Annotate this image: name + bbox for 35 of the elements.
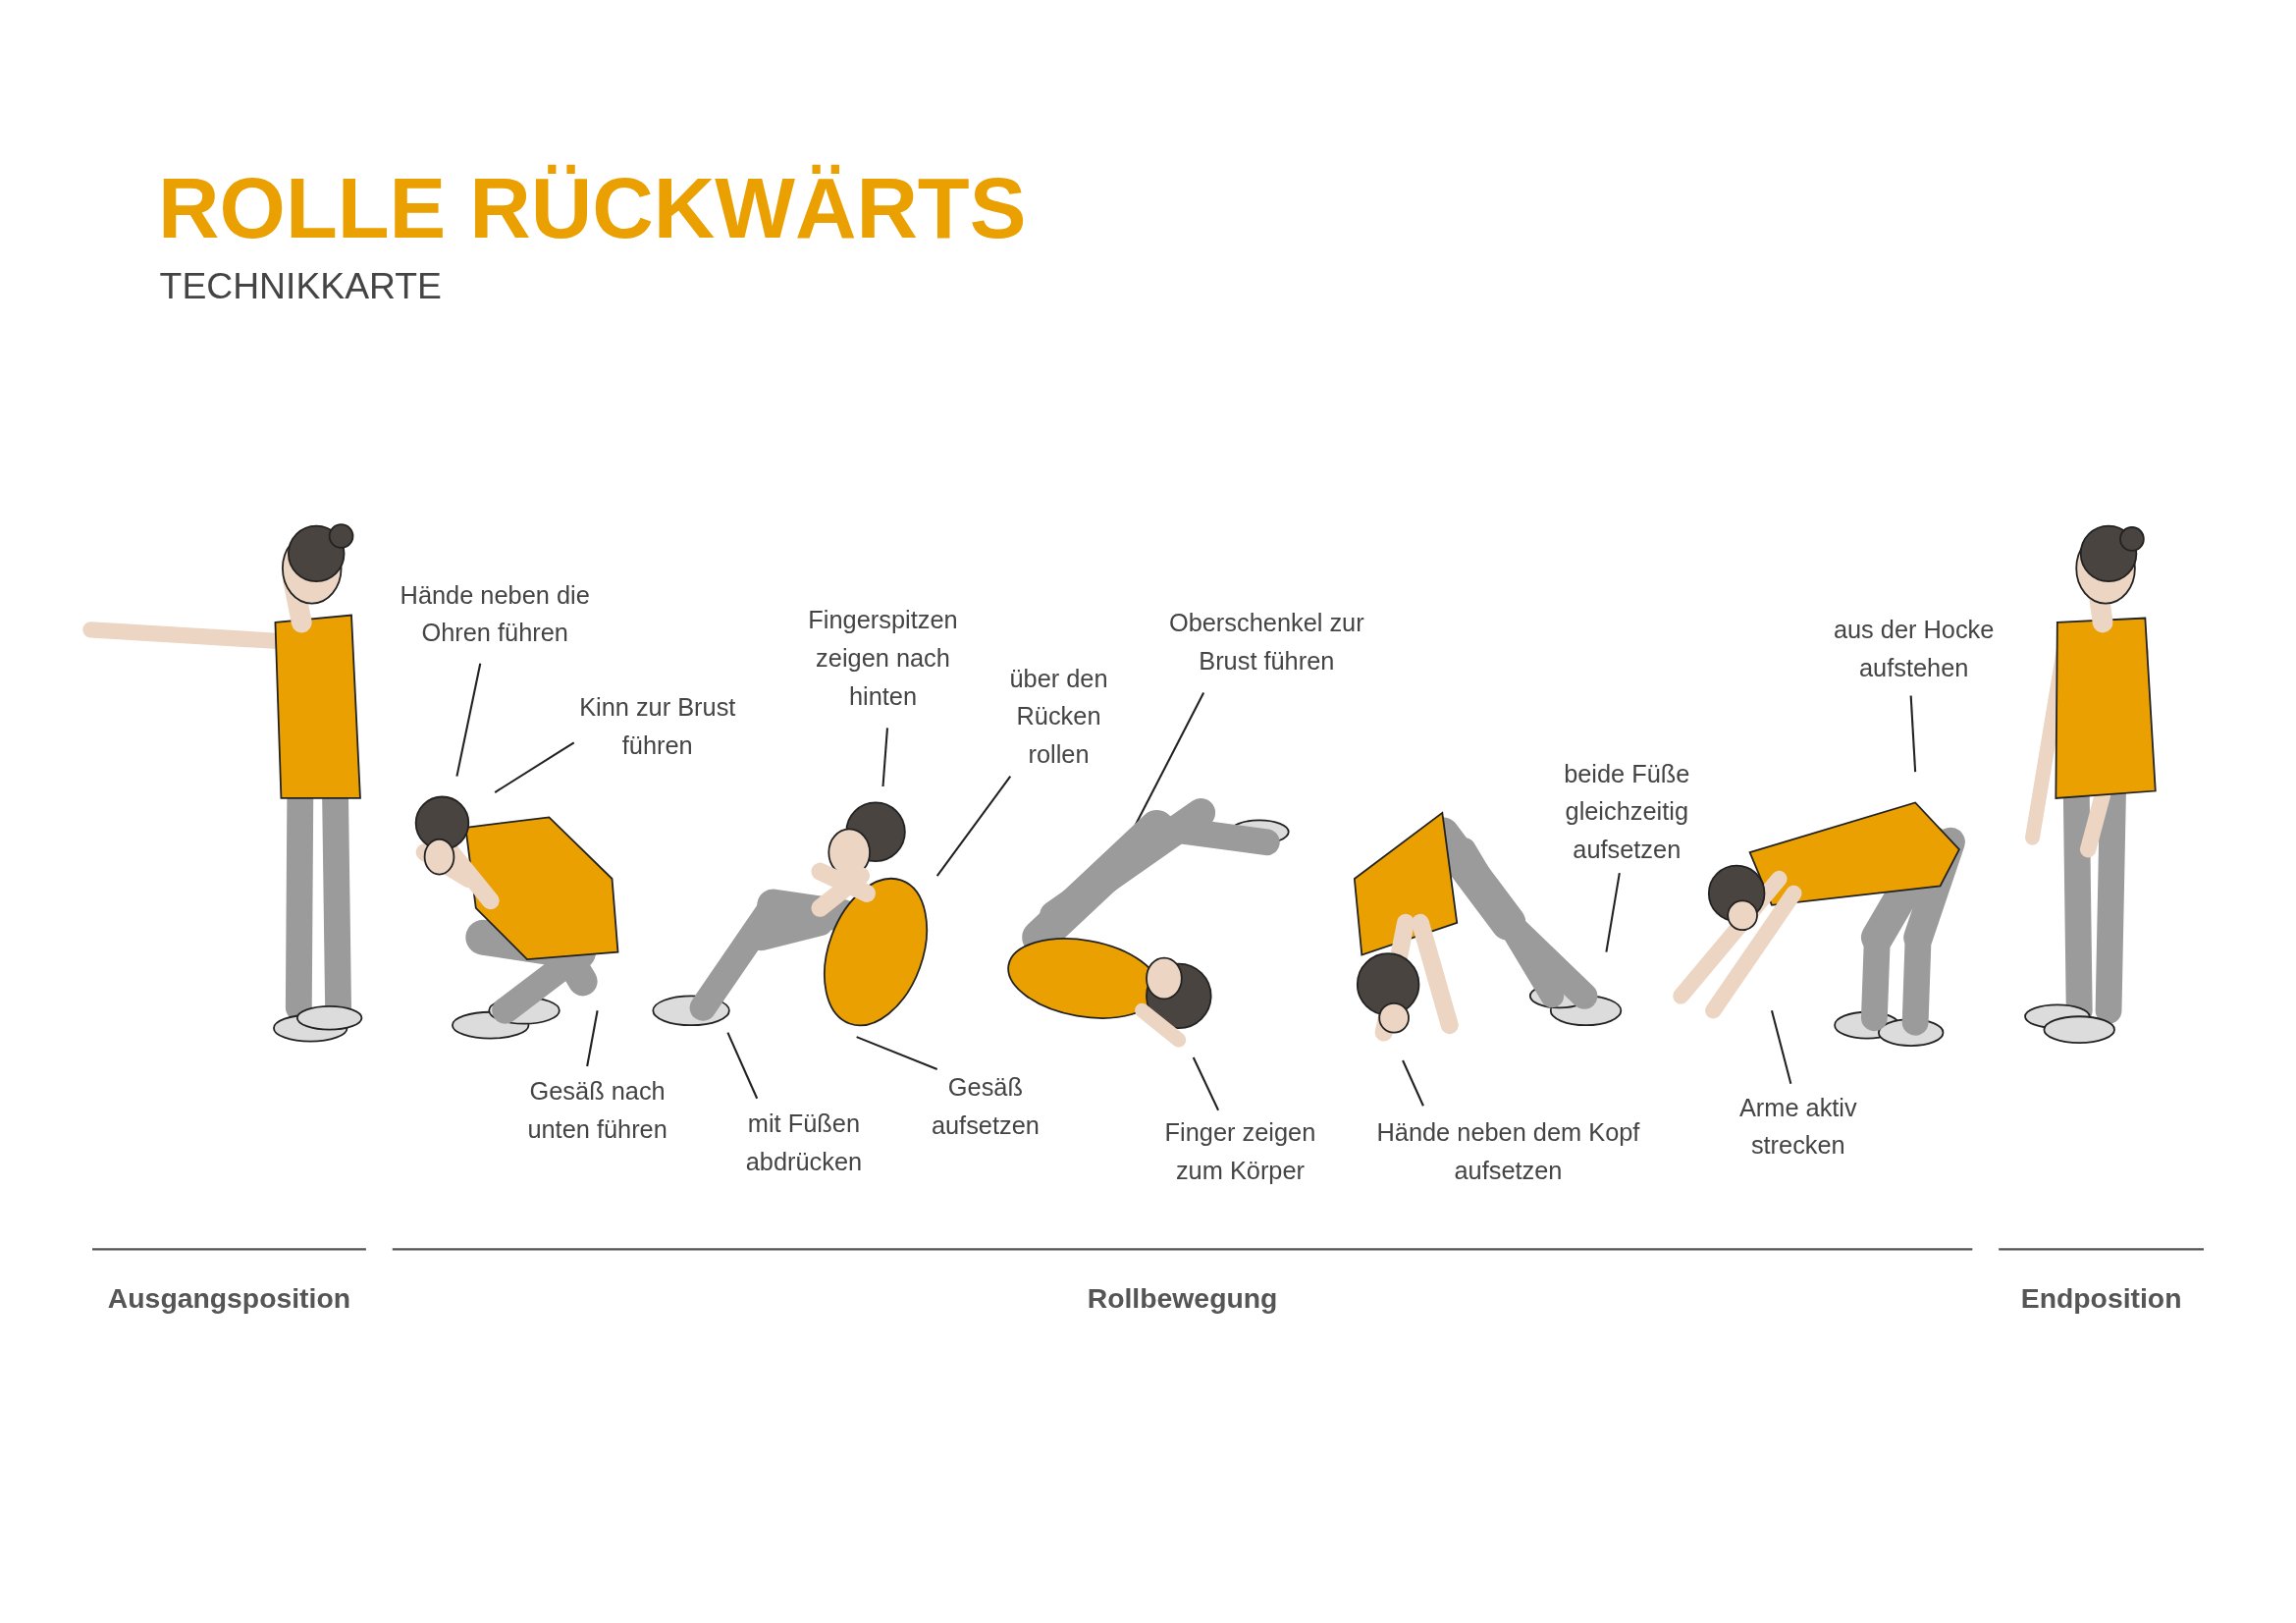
phase-label: Rollbewegung bbox=[1087, 1282, 1278, 1316]
subtitle: TECHNIKKARTE bbox=[159, 265, 442, 308]
person-drawing bbox=[652, 801, 929, 1027]
leader-line bbox=[494, 741, 575, 793]
annotation-text: Oberschenkel zur Brust führen bbox=[1142, 605, 1392, 681]
leader-line bbox=[586, 1010, 599, 1067]
leader-line bbox=[726, 1032, 759, 1100]
annotation-text: Hände neben die Ohren führen bbox=[370, 576, 619, 654]
leader-line bbox=[935, 776, 1012, 877]
annotation-text: beide Füße gleichzeitig aufsetzen bbox=[1546, 755, 1708, 871]
person-drawing bbox=[414, 795, 619, 1040]
phase-label: Ausgangsposition bbox=[107, 1282, 351, 1316]
annotation-text: Hände neben dem Kopf aufsetzen bbox=[1376, 1114, 1640, 1191]
person-drawing bbox=[2024, 524, 2157, 1044]
annotation-text: Fingerspitzen zeigen nach hinten bbox=[787, 602, 979, 717]
annotation-text: aus der Hocke aufstehen bbox=[1811, 612, 2017, 689]
leader-line bbox=[1605, 872, 1621, 952]
annotation-text: Gesäß aufsetzen bbox=[919, 1068, 1052, 1146]
leader-line bbox=[881, 728, 888, 787]
leader-line bbox=[1909, 695, 1917, 773]
leader-line bbox=[1192, 1056, 1220, 1111]
annotation-text: über den Rücken rollen bbox=[999, 660, 1118, 776]
annotation-text: Kinn zur Brust führen bbox=[555, 689, 761, 767]
person-drawing bbox=[1007, 797, 1290, 1048]
person-drawing bbox=[82, 523, 363, 1043]
annotation-text: mit Füßen abdrücken bbox=[722, 1106, 884, 1182]
leader-line bbox=[1770, 1010, 1792, 1085]
title: ROLLE RÜCKWÄRTS bbox=[158, 158, 1027, 257]
leader-line bbox=[856, 1036, 938, 1070]
leader-line bbox=[1402, 1059, 1424, 1107]
annotation-text: Gesäß nach unten führen bbox=[502, 1073, 693, 1150]
leader-line bbox=[455, 663, 482, 777]
annotation-text: Finger zeigen zum Körper bbox=[1145, 1114, 1336, 1191]
phase-label: Endposition bbox=[2020, 1282, 2182, 1316]
annotation-text: Arme aktiv strecken bbox=[1717, 1089, 1879, 1166]
